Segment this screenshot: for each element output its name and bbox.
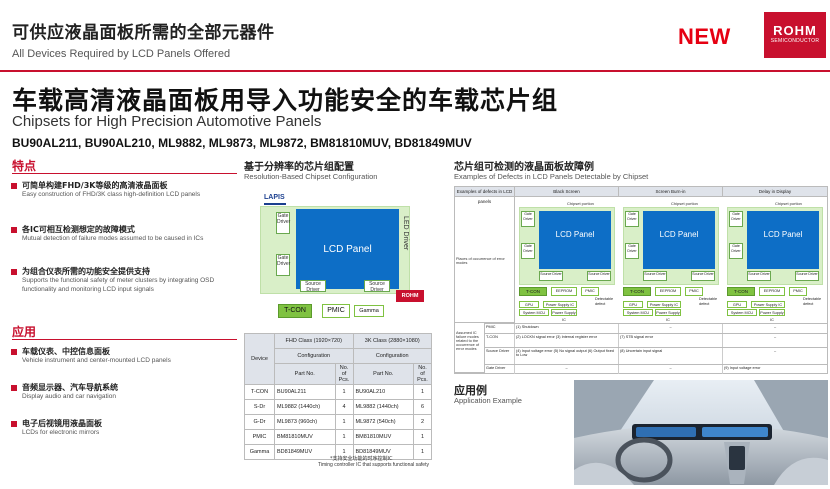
main-title-en: Chipsets for High Precision Automotive P… <box>12 113 322 130</box>
application-zh: 电子后视镜用液晶面板 <box>22 419 102 428</box>
th-3k: 3K Class (2880×1080) <box>352 333 432 349</box>
th-device: Device <box>244 333 275 385</box>
application-en: LCDs for electronic mirrors <box>22 429 100 436</box>
feature-zh: 各IC可相互检测想定的故障模式 <box>22 225 135 234</box>
bullet-square-icon <box>11 421 17 427</box>
resolution-title-zh: 基于分辨率的芯片组配置 <box>244 162 354 173</box>
matrix-row-label: Places of occurrence of error modes <box>455 197 515 323</box>
bullet-square-icon <box>11 227 17 233</box>
header-title-en: All Devices Required by LCD Panels Offer… <box>12 48 231 60</box>
th-config-3k: Configuration <box>352 348 432 364</box>
defects-title-en: Examples of Defects in LCD Panels Detect… <box>454 172 649 181</box>
bullet-square-icon <box>11 385 17 391</box>
feature-zh: 为组合仪表所需的功能安全提供支持 <box>22 267 150 276</box>
pmic-box: PMIC <box>322 304 350 318</box>
th-pcs-3k: No. of Pcs. <box>413 363 432 385</box>
source-driver-right: Source Driver <box>364 280 390 293</box>
chipset-portion-label: Chipset portion <box>775 201 802 206</box>
lcd-panel: LCD Panel <box>296 209 399 289</box>
car-interior-illustration <box>574 380 828 485</box>
table-row: PMIC BM81810MUV 1 BM81810MUV 1 <box>244 429 432 445</box>
features-heading: 特点 <box>12 159 37 173</box>
table-row: S-Dr ML9882 (1440ch) 4 ML9882 (1440ch) 6 <box>244 399 432 415</box>
application-item: 电子后视镜用液晶面板 LCDs for electronic mirrors <box>11 418 237 438</box>
table-note-zh: *支持安全功能的时序控制IC <box>330 456 393 462</box>
gate-driver-top: Gate Driver <box>276 212 290 234</box>
feature-en: Supports the functional safety of meter … <box>22 277 215 293</box>
tcon-box: T-CON <box>278 304 312 318</box>
table-row: Source Driver (4) Input voltage error (5… <box>485 347 827 364</box>
feature-item: 为组合仪表所需的功能安全提供支持 Supports the functional… <box>11 266 237 294</box>
features-divider <box>12 173 237 174</box>
main-title-zh: 车载高清液晶面板用导入功能安全的车载芯片组 <box>12 86 559 115</box>
application-item: 车载仪表、中控信息面板 Vehicle instrument and cente… <box>11 346 237 366</box>
th-part-3k: Part No. <box>352 363 414 385</box>
applications-divider <box>12 339 237 340</box>
defects-matrix: Examples of defects in LCD panels Black … <box>454 186 828 374</box>
table-row: PMIC (1) Shutdown – – <box>485 323 827 333</box>
th-fhd: FHD Class (1920×720) <box>274 333 354 349</box>
th-pcs-fhd: No. of Pcs. <box>334 363 354 385</box>
resolution-diagram: LAPIS Gate Driver Gate Driver LCD Panel … <box>244 194 428 326</box>
matrix-col0: Examples of defects in LCD panels <box>455 187 515 204</box>
table-note-en: Timing controller IC that supports funct… <box>318 462 429 468</box>
header-title-zh: 可供应液晶面板所需的全部元器件 <box>12 23 275 43</box>
source-driver-left: Source Driver <box>300 280 326 293</box>
lapis-logo: LAPIS <box>264 194 285 201</box>
mini-diagram-delay: Chipset portion Gate Driver Gate Driver … <box>725 199 825 322</box>
matrix-col-burn-in: Screen Burn-in <box>619 187 723 197</box>
mini-diagram-black-screen: Chipset portion Gate Driver Gate Driver … <box>517 199 617 322</box>
defects-title-zh: 芯片组可检测的液晶面板故障例 <box>454 162 594 173</box>
rohm-small-logo: ROHM <box>396 290 424 302</box>
application-item: 音频显示器、汽车导航系统 Display audio and car navig… <box>11 382 237 402</box>
config-table: Device FHD Class (1920×720) 3K Class (28… <box>244 333 432 460</box>
rohm-logo-sub: SEMICONDUCTOR <box>770 38 820 44</box>
mini-lcd-panel: LCD Panel <box>539 211 611 269</box>
bullet-square-icon <box>11 269 17 275</box>
resolution-title-en: Resolution-Based Chipset Configuration <box>244 172 378 181</box>
gamma-box: Gamma <box>354 305 384 317</box>
applications-heading: 应用 <box>12 325 37 339</box>
feature-item: 可简单构建FHD/3K等级的高清液晶面板 Easy construction o… <box>11 180 237 200</box>
application-en: Display audio and car navigation <box>22 393 116 400</box>
bullet-square-icon <box>11 183 17 189</box>
th-part-fhd: Part No. <box>274 363 336 385</box>
gate-driver-bottom: Gate Driver <box>276 254 290 276</box>
feature-en: Easy construction of FHD/3K class high-d… <box>22 191 201 198</box>
new-badge: NEW <box>678 24 731 49</box>
feature-en: Mutual detection of failure modes assume… <box>22 235 204 242</box>
header-divider <box>0 70 830 72</box>
table-row: G-Dr ML9873 (960ch) 1 ML9872 (540ch) 2 <box>244 414 432 430</box>
bullet-square-icon <box>11 349 17 355</box>
application-zh: 车载仪表、中控信息面板 <box>22 347 110 356</box>
th-config-fhd: Configuration <box>274 348 354 364</box>
led-driver-label: LED Driver <box>402 216 409 251</box>
matrix-col-delay: Delay in Display <box>723 187 827 197</box>
application-example-title-en: Application Example <box>454 396 522 405</box>
assumed-failure-label: Assumed IC failure modes related to the … <box>455 323 485 373</box>
mini-lcd-panel: LCD Panel <box>747 211 819 269</box>
car-interior-image <box>574 380 828 485</box>
mini-diagram-burn-in: Chipset portion Gate Driver Gate Driver … <box>621 199 721 322</box>
application-example-title-zh: 应用例 <box>454 384 487 397</box>
chipset-portion-label: Chipset portion <box>567 201 594 206</box>
table-row: Gamma BD81849MUV 1 BD81849MUV 1 <box>244 444 432 460</box>
matrix-col-black-screen: Black Screen <box>515 187 619 197</box>
table-row: Gate Driver – – (9) Input voltage error <box>485 364 827 374</box>
table-row: T-CON (2) LOCKN signal error (3) Interna… <box>485 333 827 347</box>
application-zh: 音频显示器、汽车导航系统 <box>22 383 118 392</box>
feature-item: 各IC可相互检测想定的故障模式 Mutual detection of fail… <box>11 224 237 244</box>
mini-lcd-panel: LCD Panel <box>643 211 715 269</box>
rohm-logo-main: ROHM <box>773 23 817 38</box>
chipset-portion-label: Chipset portion <box>671 201 698 206</box>
table-row: T-CON BU90AL211 1 BU90AL210 1 <box>244 384 432 400</box>
application-en: Vehicle instrument and center-mounted LC… <box>22 357 171 364</box>
rohm-logo: ROHM SEMICONDUCTOR <box>764 12 826 58</box>
feature-zh: 可简单构建FHD/3K等级的高清液晶面板 <box>22 181 168 190</box>
lapis-logo-bar <box>264 203 286 205</box>
part-numbers: BU90AL211, BU90AL210, ML9882, ML9873, ML… <box>12 136 472 150</box>
